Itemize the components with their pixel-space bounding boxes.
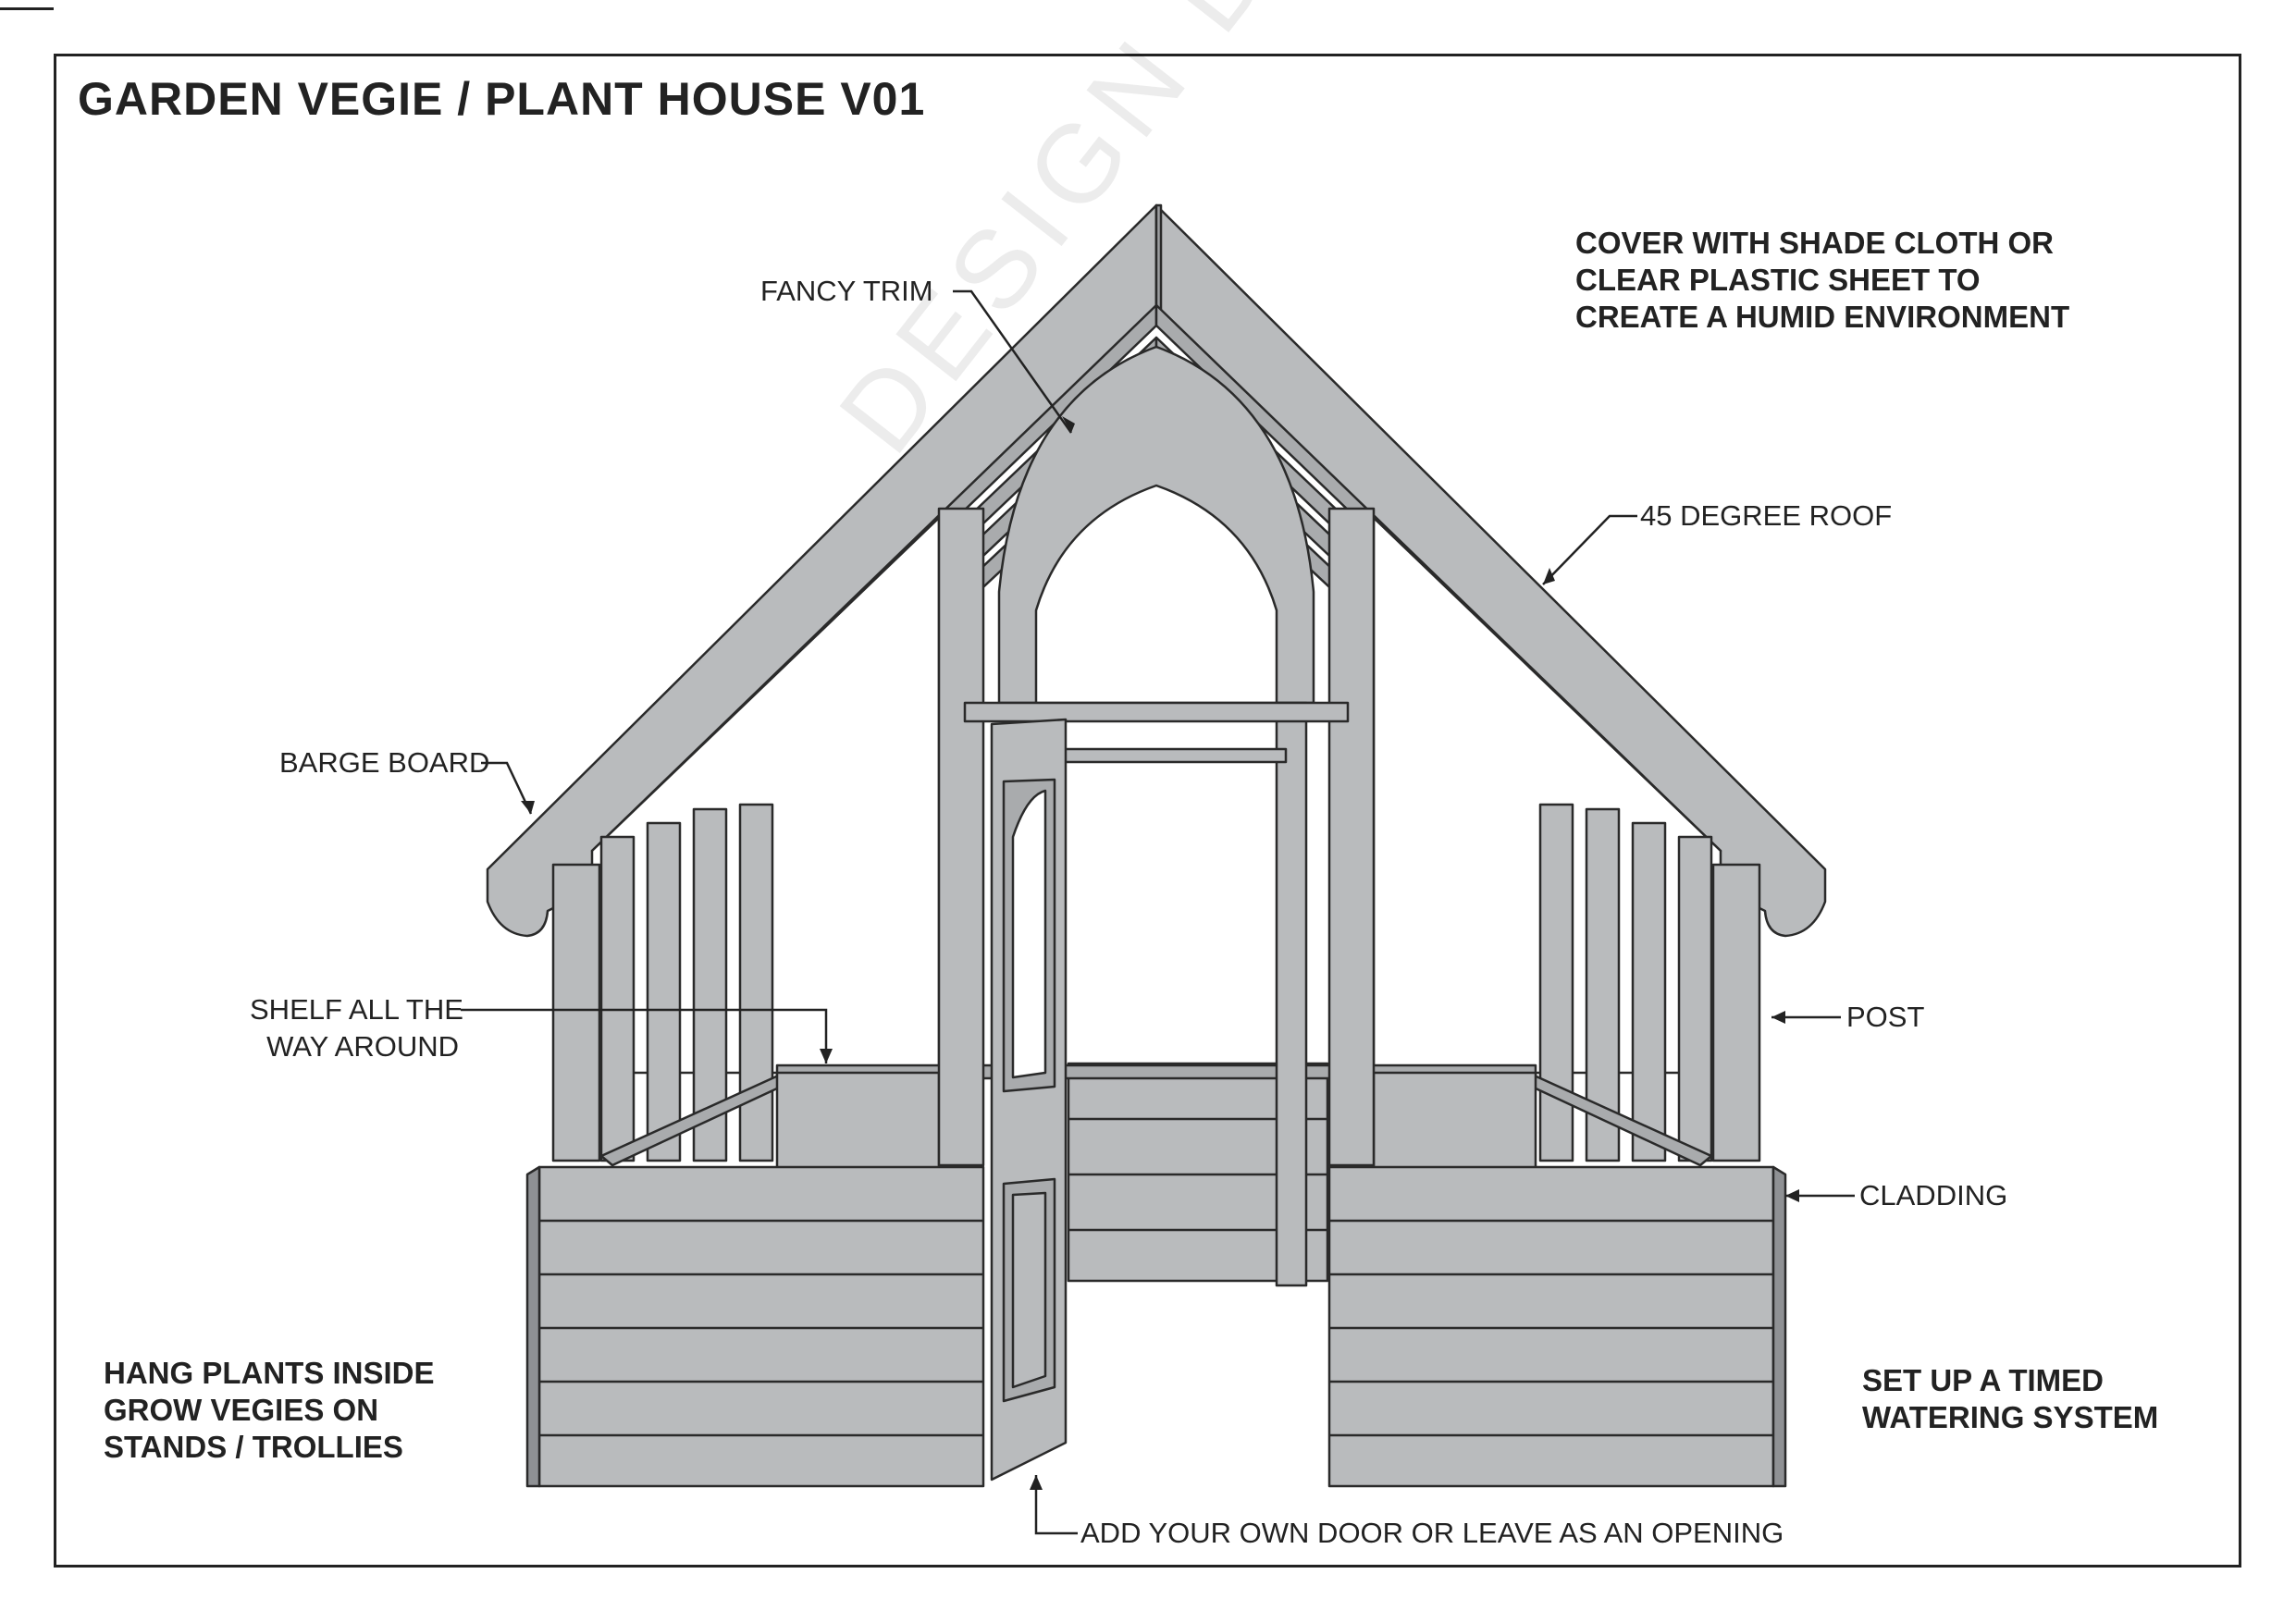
note-hang-plants: HANG PLANTS INSIDE GROW VEGIES ON STANDS… bbox=[104, 1355, 435, 1466]
roof-ridge bbox=[1154, 203, 1163, 316]
callout-shelf-line-1: SHELF ALL THE bbox=[250, 993, 463, 1026]
stud-right-5 bbox=[1538, 803, 1574, 1162]
note-hang-line-1: HANG PLANTS INSIDE bbox=[104, 1356, 435, 1390]
note-cover-line-2: CLEAR PLASTIC SHEET TO bbox=[1575, 263, 1981, 297]
post-right bbox=[1327, 507, 1376, 1167]
stud-right-4 bbox=[1585, 807, 1621, 1162]
inner-cladding-left bbox=[775, 1071, 941, 1172]
door bbox=[990, 718, 1068, 1482]
callout-fancy-trim: FANCY TRIM bbox=[760, 275, 933, 307]
stud-left-5 bbox=[738, 803, 774, 1162]
post-door-jamb bbox=[1275, 701, 1308, 1287]
callout-shelf: SHELF ALL THE WAY AROUND bbox=[250, 991, 463, 1065]
lintel bbox=[963, 701, 1350, 723]
front-cladding-left bbox=[525, 1165, 985, 1488]
callout-post: POST bbox=[1846, 1001, 1925, 1033]
callout-door: ADD YOUR OWN DOOR OR LEAVE AS AN OPENING bbox=[1080, 1517, 1784, 1549]
stud-right-1 bbox=[1711, 863, 1761, 1162]
note-hang-line-3: STANDS / TROLLIES bbox=[104, 1430, 403, 1464]
barge-board-right bbox=[1154, 203, 1827, 938]
note-cover-line-3: CREATE A HUMID ENVIRONMENT bbox=[1575, 300, 2070, 334]
note-water-line-2: WATERING SYSTEM bbox=[1862, 1400, 2159, 1434]
note-water-line-1: SET UP A TIMED bbox=[1862, 1363, 2104, 1397]
callout-barge-board: BARGE BOARD bbox=[279, 746, 490, 779]
note-watering: SET UP A TIMED WATERING SYSTEM bbox=[1862, 1362, 2158, 1436]
barge-board-left bbox=[486, 203, 1158, 938]
leader-fancy-trim bbox=[953, 289, 1073, 434]
callout-cladding: CLADDING bbox=[1859, 1179, 2008, 1211]
corner-mark bbox=[0, 0, 54, 10]
stud-right-3 bbox=[1631, 821, 1667, 1162]
stud-right-2 bbox=[1677, 835, 1713, 1162]
stud-left-1 bbox=[551, 863, 601, 1162]
lintel-inner bbox=[1062, 747, 1288, 764]
gable-arch-opening bbox=[1034, 484, 1278, 705]
note-cover: COVER WITH SHADE CLOTH OR CLEAR PLASTIC … bbox=[1575, 225, 2069, 336]
callout-roof: 45 DEGREE ROOF bbox=[1640, 499, 1893, 532]
front-cladding-right bbox=[1327, 1165, 1787, 1488]
note-cover-line-1: COVER WITH SHADE CLOTH OR bbox=[1575, 226, 2054, 260]
leader-door bbox=[1034, 1475, 1078, 1535]
post-left bbox=[937, 507, 985, 1167]
stud-left-2 bbox=[599, 835, 636, 1162]
stud-left-3 bbox=[646, 821, 682, 1162]
leader-barge bbox=[481, 761, 533, 815]
note-hang-line-2: GROW VEGIES ON bbox=[104, 1393, 379, 1427]
inner-cladding-right bbox=[1372, 1071, 1537, 1172]
callout-shelf-line-2: WAY AROUND bbox=[266, 1030, 459, 1063]
leader-roof bbox=[1542, 514, 1637, 585]
drawing-title: GARDEN VEGIE / PLANT HOUSE V01 bbox=[78, 73, 926, 125]
leader-shelf bbox=[461, 1008, 828, 1064]
